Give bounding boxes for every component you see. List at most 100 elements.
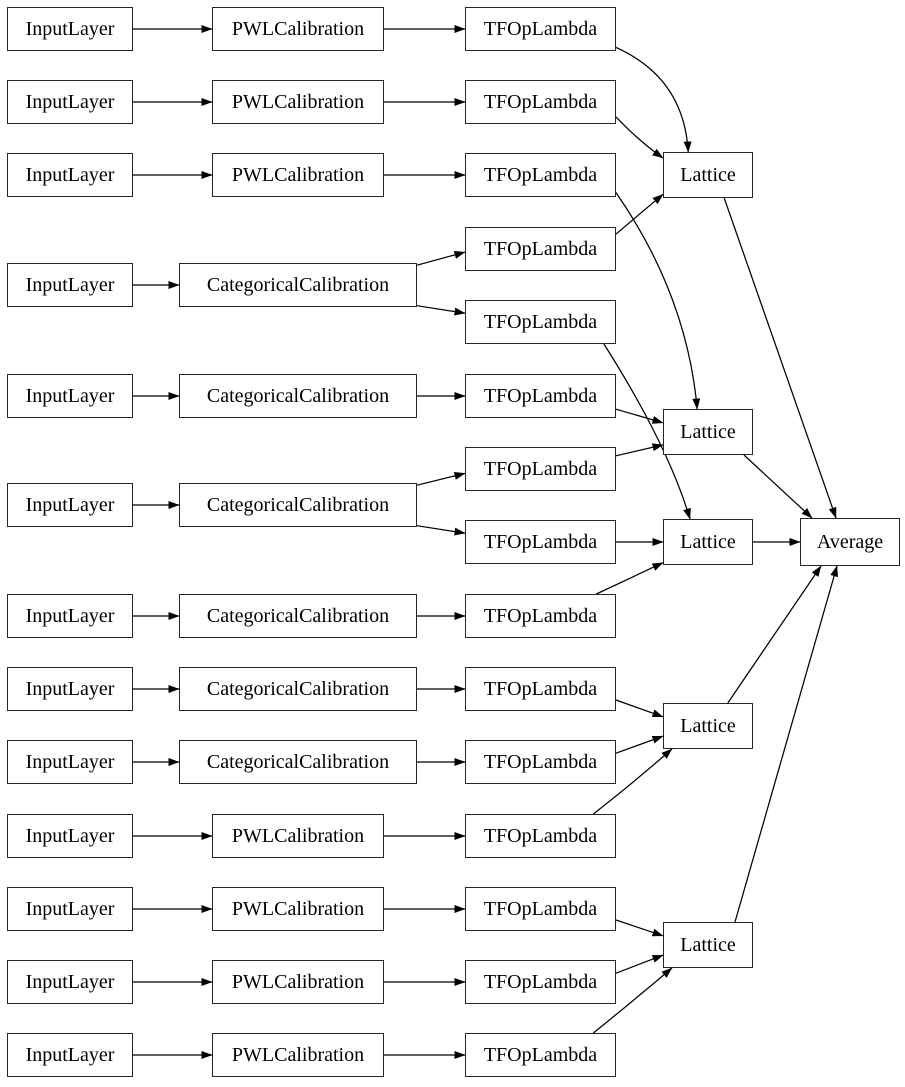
node-label: InputLayer xyxy=(25,274,115,296)
input-layer-node: InputLayer xyxy=(7,740,133,784)
edge-c6-t7 xyxy=(416,472,466,486)
tfop-lambda-node: TFOpLambda xyxy=(465,520,616,564)
input-layer-node: InputLayer xyxy=(7,814,133,858)
categorical-calibration-node: CategoricalCalibration xyxy=(179,667,417,711)
input-layer-node: InputLayer xyxy=(7,960,133,1004)
node-label: InputLayer xyxy=(25,971,115,993)
edge-t2-l1 xyxy=(615,116,664,159)
edge-t10-l4 xyxy=(615,699,664,718)
categorical-calibration-node: CategoricalCalibration xyxy=(179,594,417,638)
input-layer-node: InputLayer xyxy=(7,887,133,931)
tfop-lambda-node: TFOpLambda xyxy=(465,227,616,271)
tfop-lambda-node: TFOpLambda xyxy=(465,740,616,784)
node-label: InputLayer xyxy=(25,898,115,920)
input-layer-node: InputLayer xyxy=(7,1033,133,1077)
categorical-calibration-node: CategoricalCalibration xyxy=(179,483,417,527)
edge-t1-l1 xyxy=(615,46,692,153)
tfop-lambda-node: TFOpLambda xyxy=(465,887,616,931)
node-label: InputLayer xyxy=(25,91,115,113)
tfop-lambda-node: TFOpLambda xyxy=(465,374,616,418)
node-label: Lattice xyxy=(680,531,736,553)
node-label: Lattice xyxy=(680,715,736,737)
tfop-lambda-node: TFOpLambda xyxy=(465,153,616,197)
categorical-calibration-node: CategoricalCalibration xyxy=(179,263,417,307)
edge-t6-l2 xyxy=(615,408,664,424)
node-label: PWLCalibration xyxy=(231,164,365,186)
node-label: InputLayer xyxy=(25,825,115,847)
tfop-lambda-node: TFOpLambda xyxy=(465,667,616,711)
pwl-calibration-node: PWLCalibration xyxy=(212,1033,384,1077)
node-label: TFOpLambda xyxy=(483,678,598,700)
node-label: PWLCalibration xyxy=(231,91,365,113)
node-label: TFOpLambda xyxy=(483,385,598,407)
node-label: TFOpLambda xyxy=(483,311,598,333)
node-label: CategoricalCalibration xyxy=(206,494,390,516)
input-layer-node: InputLayer xyxy=(7,483,133,527)
node-label: TFOpLambda xyxy=(483,605,598,627)
edge-t14-l5 xyxy=(615,954,664,974)
node-label: TFOpLambda xyxy=(483,825,598,847)
input-layer-node: InputLayer xyxy=(7,80,133,124)
node-label: TFOpLambda xyxy=(483,458,598,480)
node-label: TFOpLambda xyxy=(483,751,598,773)
edge-l4-avg xyxy=(727,565,822,704)
tfop-lambda-node: TFOpLambda xyxy=(465,300,616,344)
node-label: PWLCalibration xyxy=(231,1044,365,1066)
pwl-calibration-node: PWLCalibration xyxy=(212,7,384,51)
categorical-calibration-node: CategoricalCalibration xyxy=(179,740,417,784)
node-label: InputLayer xyxy=(25,1044,115,1066)
node-label: CategoricalCalibration xyxy=(206,274,390,296)
tfop-lambda-node: TFOpLambda xyxy=(465,7,616,51)
node-label: Lattice xyxy=(680,934,736,956)
lattice-node: Lattice xyxy=(663,703,753,749)
edge-l5-avg xyxy=(734,565,838,923)
edge-t12-l4 xyxy=(592,748,673,815)
node-label: Lattice xyxy=(680,421,736,443)
input-layer-node: InputLayer xyxy=(7,153,133,197)
node-label: InputLayer xyxy=(25,385,115,407)
edge-t7-l2 xyxy=(615,443,664,457)
node-label: InputLayer xyxy=(25,605,115,627)
node-label: TFOpLambda xyxy=(483,971,598,993)
node-label: InputLayer xyxy=(25,164,115,186)
node-label: InputLayer xyxy=(25,751,115,773)
lattice-node: Lattice xyxy=(663,519,753,565)
input-layer-node: InputLayer xyxy=(7,594,133,638)
node-label: PWLCalibration xyxy=(231,898,365,920)
node-label: TFOpLambda xyxy=(483,1044,598,1066)
edge-c6-t8 xyxy=(416,525,466,536)
tfop-lambda-node: TFOpLambda xyxy=(465,1033,616,1077)
node-label: CategoricalCalibration xyxy=(206,678,390,700)
edge-t3-l2 xyxy=(615,192,701,410)
tfop-lambda-node: TFOpLambda xyxy=(465,814,616,858)
tfop-lambda-node: TFOpLambda xyxy=(465,447,616,491)
categorical-calibration-node: CategoricalCalibration xyxy=(179,374,417,418)
node-label: Average xyxy=(816,531,884,553)
pwl-calibration-node: PWLCalibration xyxy=(212,960,384,1004)
lattice-node: Lattice xyxy=(663,409,753,455)
lattice-node: Lattice xyxy=(663,922,753,968)
pwl-calibration-node: PWLCalibration xyxy=(212,80,384,124)
edge-t4-l1 xyxy=(615,193,664,235)
node-label: PWLCalibration xyxy=(231,825,365,847)
node-label: InputLayer xyxy=(25,678,115,700)
input-layer-node: InputLayer xyxy=(7,7,133,51)
tfop-lambda-node: TFOpLambda xyxy=(465,960,616,1004)
pwl-calibration-node: PWLCalibration xyxy=(212,814,384,858)
edge-t15-l5 xyxy=(592,967,673,1034)
edge-t5-l3 xyxy=(603,343,691,520)
edge-c4-t5 xyxy=(416,305,466,316)
lattice-node: Lattice xyxy=(663,152,753,198)
node-label: CategoricalCalibration xyxy=(206,385,390,407)
edge-c4-t4 xyxy=(416,250,466,266)
node-label: InputLayer xyxy=(25,18,115,40)
node-label: TFOpLambda xyxy=(483,18,598,40)
node-label: TFOpLambda xyxy=(483,238,598,260)
edge-t11-l4 xyxy=(615,735,664,754)
node-label: TFOpLambda xyxy=(483,91,598,113)
node-label: Lattice xyxy=(680,164,736,186)
pwl-calibration-node: PWLCalibration xyxy=(212,153,384,197)
node-label: TFOpLambda xyxy=(483,898,598,920)
pwl-calibration-node: PWLCalibration xyxy=(212,887,384,931)
